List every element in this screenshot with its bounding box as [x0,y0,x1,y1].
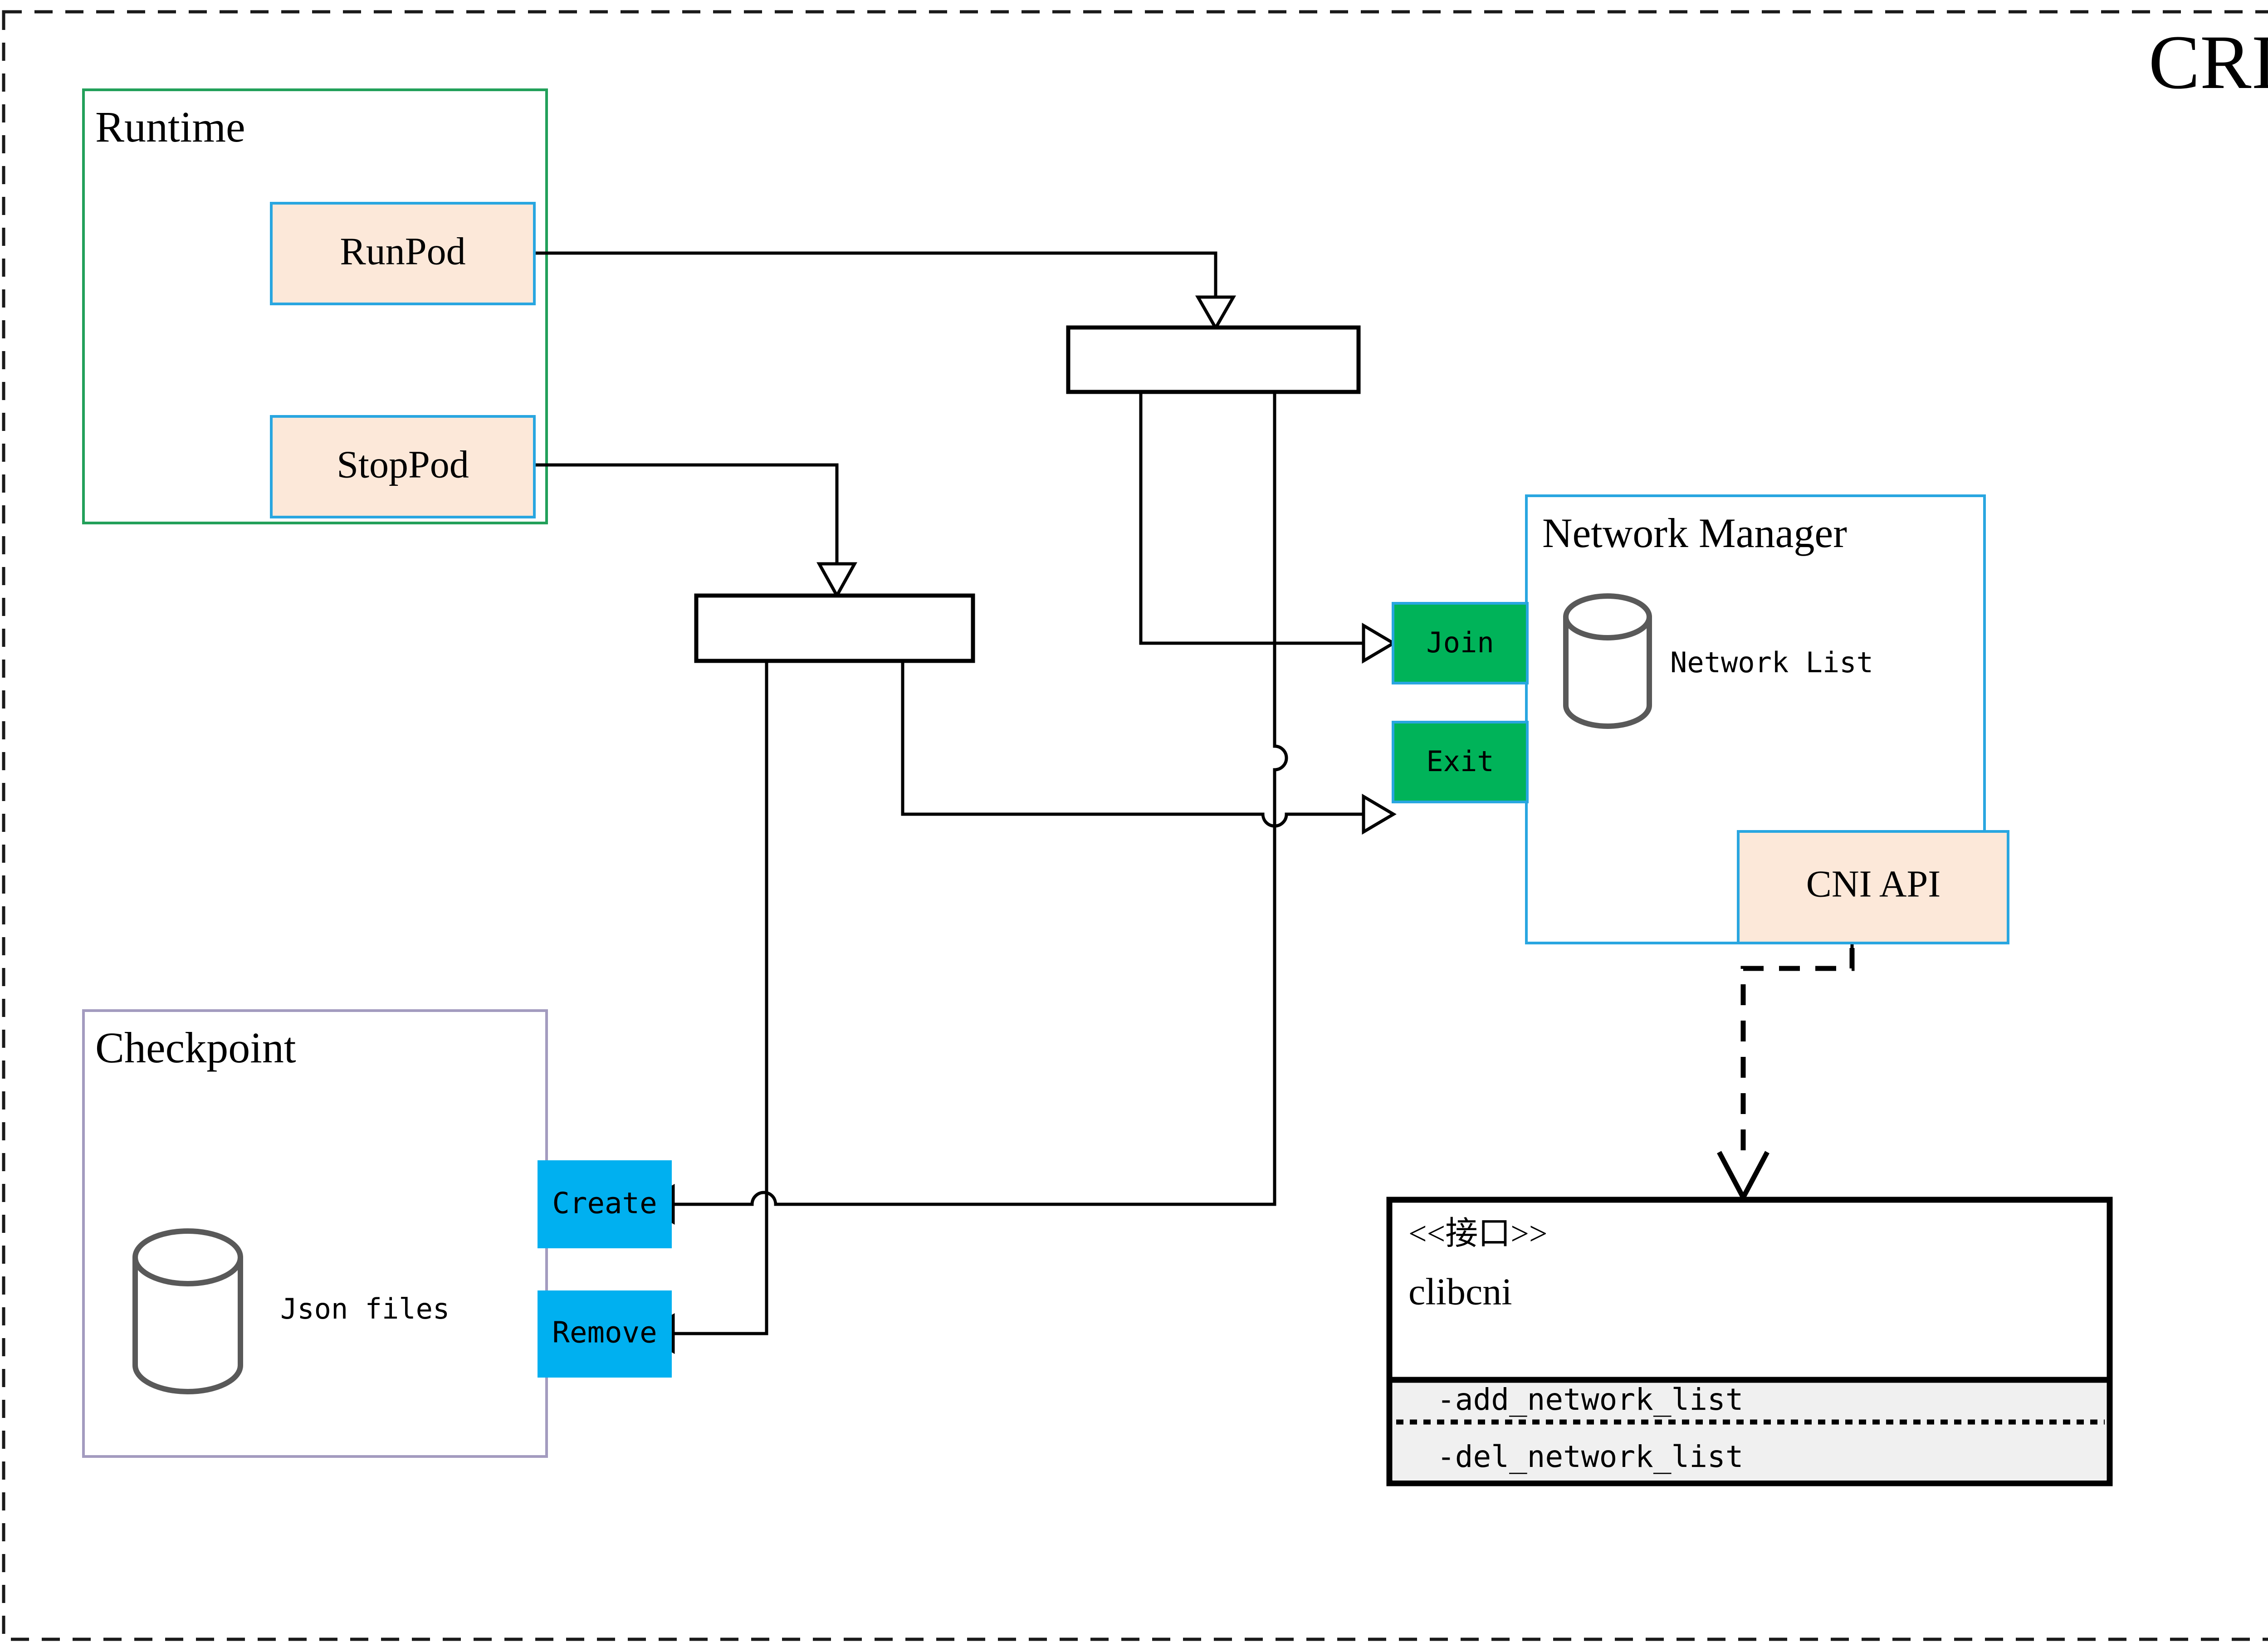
group-checkpoint [82,1009,548,1458]
node-runpod-label: RunPod [340,230,465,273]
node-create-label: Create [552,1187,657,1221]
junction-box-runpod [1066,325,1361,394]
edge-junction-stop-to-remove [671,659,768,1335]
interface-stereotype: <<接口>> [1408,1216,1547,1252]
node-stoppod[interactable] [270,415,536,518]
node-join[interactable] [1392,602,1529,684]
group-runtime-label: Runtime [95,103,245,151]
edge-hop-exit-line [1261,812,1365,828]
node-exit-label: Exit [1426,745,1494,778]
edge-cniapi-to-clibcni [1740,948,1855,1163]
network-list-label: Network List [1670,646,1873,679]
node-create[interactable] [538,1160,672,1248]
arrowhead-clibcni [1717,1151,1769,1203]
edge-runpod-to-junction [533,251,1217,299]
edge-hop-create-line [671,1191,777,1206]
network-list-cylinder-icon [1563,593,1652,729]
edge-stoppod-to-junction [533,463,839,566]
group-checkpoint-label: Checkpoint [95,1023,296,1072]
interface-method-del: -del_network_list [1437,1439,1744,1474]
diagram-title: CRI [2149,20,2268,105]
node-exit[interactable] [1392,721,1529,803]
interface-name: clibcni [1408,1271,1512,1313]
edge-junction-stop-to-exit [901,659,1265,816]
arrowhead-exit [1362,793,1397,835]
node-remove[interactable] [538,1290,672,1378]
group-network-manager-label: Network Manager [1542,510,1847,556]
outer-dashed-frame [2,10,2268,1641]
node-cni-api-label: CNI API [1806,863,1941,905]
edge-junction-run-to-create [774,390,1288,1206]
arrowhead-runpod-junction [1195,295,1237,332]
node-cni-api[interactable] [1737,830,2009,944]
junction-box-stoppod [694,593,975,663]
json-files-label: Json files [280,1292,450,1325]
node-stoppod-label: StopPod [337,443,469,486]
json-files-cylinder-icon [132,1228,243,1394]
arrowhead-join [1362,622,1397,664]
node-join-label: Join [1426,626,1494,659]
interface-methods-compartment [1393,1380,2107,1481]
interface-method-add: -add_network_list [1437,1382,1744,1417]
node-runpod[interactable] [270,202,536,305]
edge-junction-run-to-join [1139,390,1365,645]
arrowhead-stoppod-junction [816,562,857,599]
node-remove-label: Remove [552,1316,657,1350]
